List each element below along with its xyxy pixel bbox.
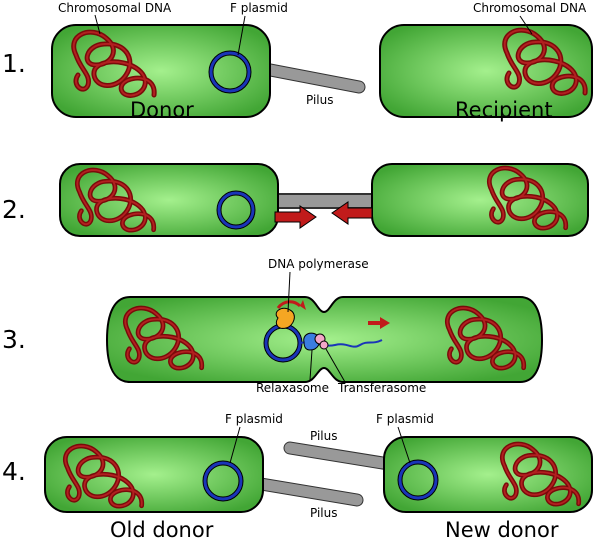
f-plasmid-label-new-donor: F plasmid (376, 412, 434, 426)
leader-f-plasmid-new (397, 426, 411, 464)
pilus-label-step1: Pilus (306, 93, 334, 107)
step-number-2: 2. (2, 195, 26, 224)
step-number-4: 4. (2, 457, 26, 486)
pilus-label-step4-bottom: Pilus (310, 506, 338, 520)
old-donor-label: Old donor (110, 518, 214, 542)
pilus-label-step4-top: Pilus (310, 429, 338, 443)
pilus-step1 (253, 61, 366, 94)
new-donor-f-plasmid (397, 459, 439, 501)
pilus-new-donor (283, 441, 402, 472)
transfer-arrow-icon (368, 317, 390, 329)
leader-relaxasome (309, 349, 313, 381)
retract-arrow-left (331, 201, 373, 225)
leader-chromosomal-dna-recipient (519, 15, 533, 35)
leader-f-plasmid-donor (237, 15, 246, 56)
dna-polymerase-label: DNA polymerase (268, 257, 369, 271)
chromosomal-dna-label-donor: Chromosomal DNA (58, 1, 172, 15)
step-number-3: 3. (2, 325, 26, 354)
pilus-old-donor (248, 476, 364, 507)
donor-cell (51, 24, 271, 118)
leader-f-plasmid-old (229, 426, 241, 464)
retract-arrow-right (274, 205, 317, 229)
recipient-cell (379, 24, 593, 118)
donor-label: Donor (130, 98, 194, 122)
old-donor-f-plasmid (202, 460, 244, 502)
chromosomal-dna-label-recipient: Chromosomal DNA (473, 1, 587, 15)
new-donor-cell (383, 436, 593, 513)
relaxasome-label: Relaxasome (256, 381, 329, 395)
transferasome-label: Transferasome (337, 381, 426, 395)
new-donor-label: New donor (445, 518, 559, 542)
donor-f-plasmid (208, 50, 252, 94)
leader-dna-polymerase (287, 271, 291, 313)
leader-transferasome (325, 348, 346, 383)
transferasome-icon (314, 333, 329, 350)
step-number-1: 1. (2, 49, 26, 78)
pilus-bridge-step2 (265, 193, 380, 209)
leader-chromosomal-dna-donor (94, 14, 101, 35)
f-plasmid-label-donor: F plasmid (230, 1, 288, 15)
donor-f-plasmid-step2 (216, 190, 256, 230)
recipient-label: Recipient (455, 98, 553, 122)
f-plasmid-label-old-donor: F plasmid (225, 412, 283, 426)
